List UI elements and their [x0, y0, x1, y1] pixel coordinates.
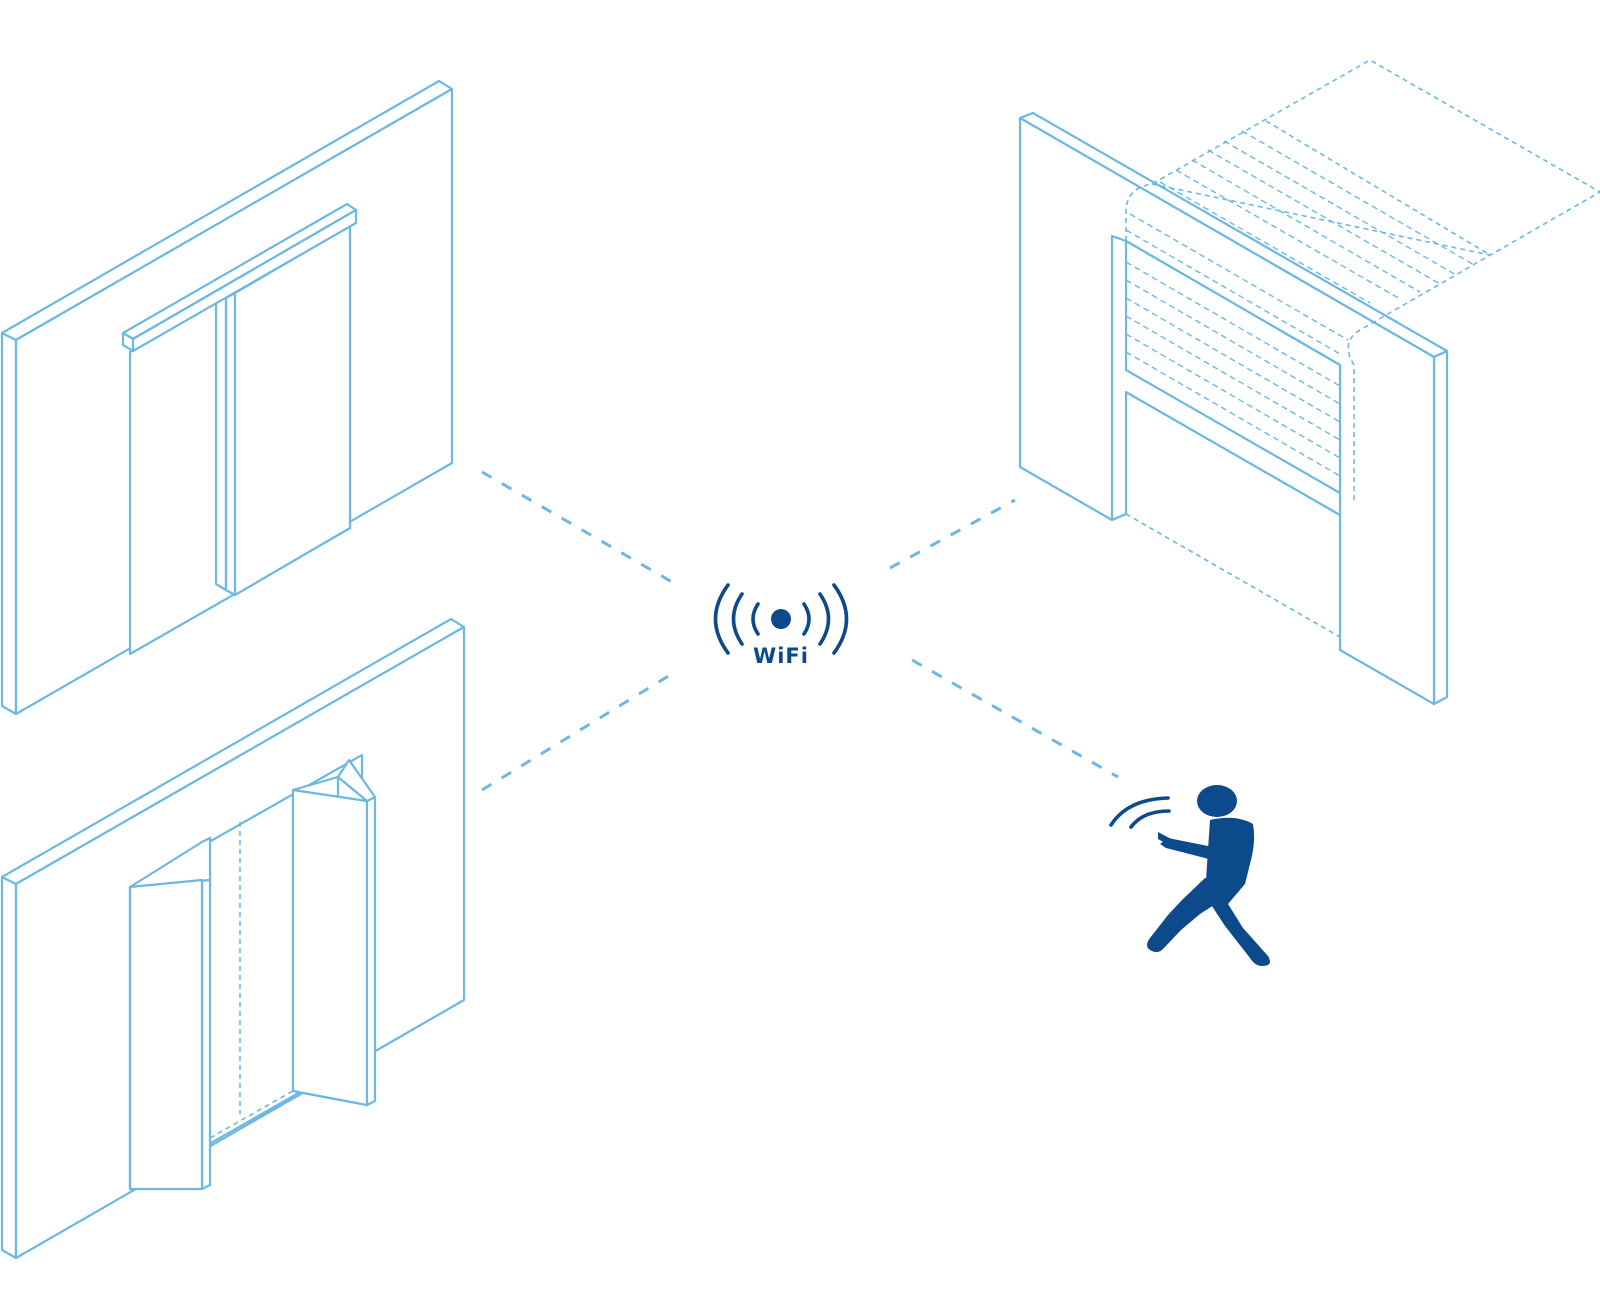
- person-front-leg: [1147, 878, 1225, 953]
- wifi-broadcast-icon: WiFi: [713, 583, 849, 668]
- person-arm: [1160, 826, 1242, 860]
- shutter-curtain: [1124, 239, 1342, 495]
- link-person-remote: [911, 658, 1119, 779]
- wifi-center-dot: [771, 609, 791, 629]
- link-sliding-door: [481, 470, 673, 584]
- remote-control: [1158, 832, 1175, 846]
- sliding-door-leaf-edge: [214, 292, 228, 592]
- person-head: [1197, 785, 1237, 817]
- folding-door: [0, 617, 466, 1260]
- sliding-door: [0, 79, 454, 716]
- sliding-door-rail-end: [121, 331, 135, 353]
- roller-shutter-door: [1018, 59, 1600, 706]
- folding-door-right-panel-cap: [336, 758, 377, 803]
- wifi-wave-right-3: [832, 583, 849, 655]
- remote-signal-wave-inner: [1129, 809, 1171, 829]
- shutter-wall-edge: [1432, 349, 1449, 706]
- person-remote-icon: [1109, 785, 1270, 966]
- shutter-box-front: [1151, 183, 1491, 256]
- sliding-door-wall-side: [0, 331, 18, 716]
- shutter-roll-box: [1125, 59, 1600, 502]
- folding-door-right-panel-edge: [365, 795, 377, 1107]
- folding-door-left-panel: [128, 878, 204, 1191]
- link-folding-door: [481, 670, 676, 792]
- connection-links: [481, 470, 1119, 792]
- remote-signal-wave-outer: [1109, 796, 1170, 827]
- wifi-wave-left-1: [751, 602, 760, 636]
- folding-door-right-panel-front: [291, 788, 369, 1107]
- folding-door-left-panel-inner: [200, 836, 212, 1191]
- wifi-wave-right-2: [818, 592, 831, 646]
- folding-door-wall-side: [0, 875, 18, 1260]
- shutter-curtain-slats: [1125, 261, 1341, 477]
- link-roller-shutter: [889, 498, 1016, 570]
- sliding-door-floor-line: [129, 595, 233, 655]
- wifi-wave-left-3: [713, 583, 730, 655]
- wifi-wave-right-1: [802, 602, 811, 636]
- shutter-floor-line: [1125, 513, 1341, 638]
- folding-door-floor-line: [209, 1087, 299, 1139]
- wifi-wave-left-2: [731, 592, 744, 646]
- wifi-label: WiFi: [753, 644, 809, 668]
- shutter-roll-slats: [1125, 130, 1477, 355]
